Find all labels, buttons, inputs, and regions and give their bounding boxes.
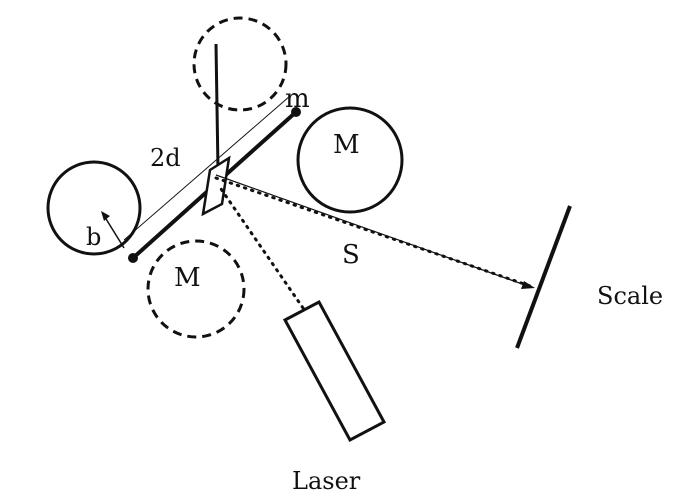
small-mass-label: m [285,84,310,114]
radius-arrowhead [101,211,110,221]
small-mass-left [128,253,138,263]
mirror [201,155,231,217]
large-mass-right [296,106,404,214]
large-mass-top-dashed [192,16,288,112]
separation-reference-line [123,95,291,241]
distance-arrow [215,174,526,286]
large-mass-left [46,160,142,256]
radius-label: b [86,223,101,251]
scale-label: Scale [597,282,663,310]
torsion-fiber [214,43,220,171]
large-mass-bottom-dashed [146,239,246,339]
distance-label: S [342,240,360,270]
incident-laser-beam [217,184,305,310]
separation-label: 2d [150,144,181,172]
laser-device [282,299,387,443]
distance-arrowhead [521,281,535,289]
large-mass-upper-label: M [333,130,360,160]
scale-bar [515,205,572,349]
radius-arrow [102,213,125,249]
large-mass-lower-label: M [174,263,201,293]
laser-label: Laser [292,467,361,495]
small-mass-right [291,107,301,117]
